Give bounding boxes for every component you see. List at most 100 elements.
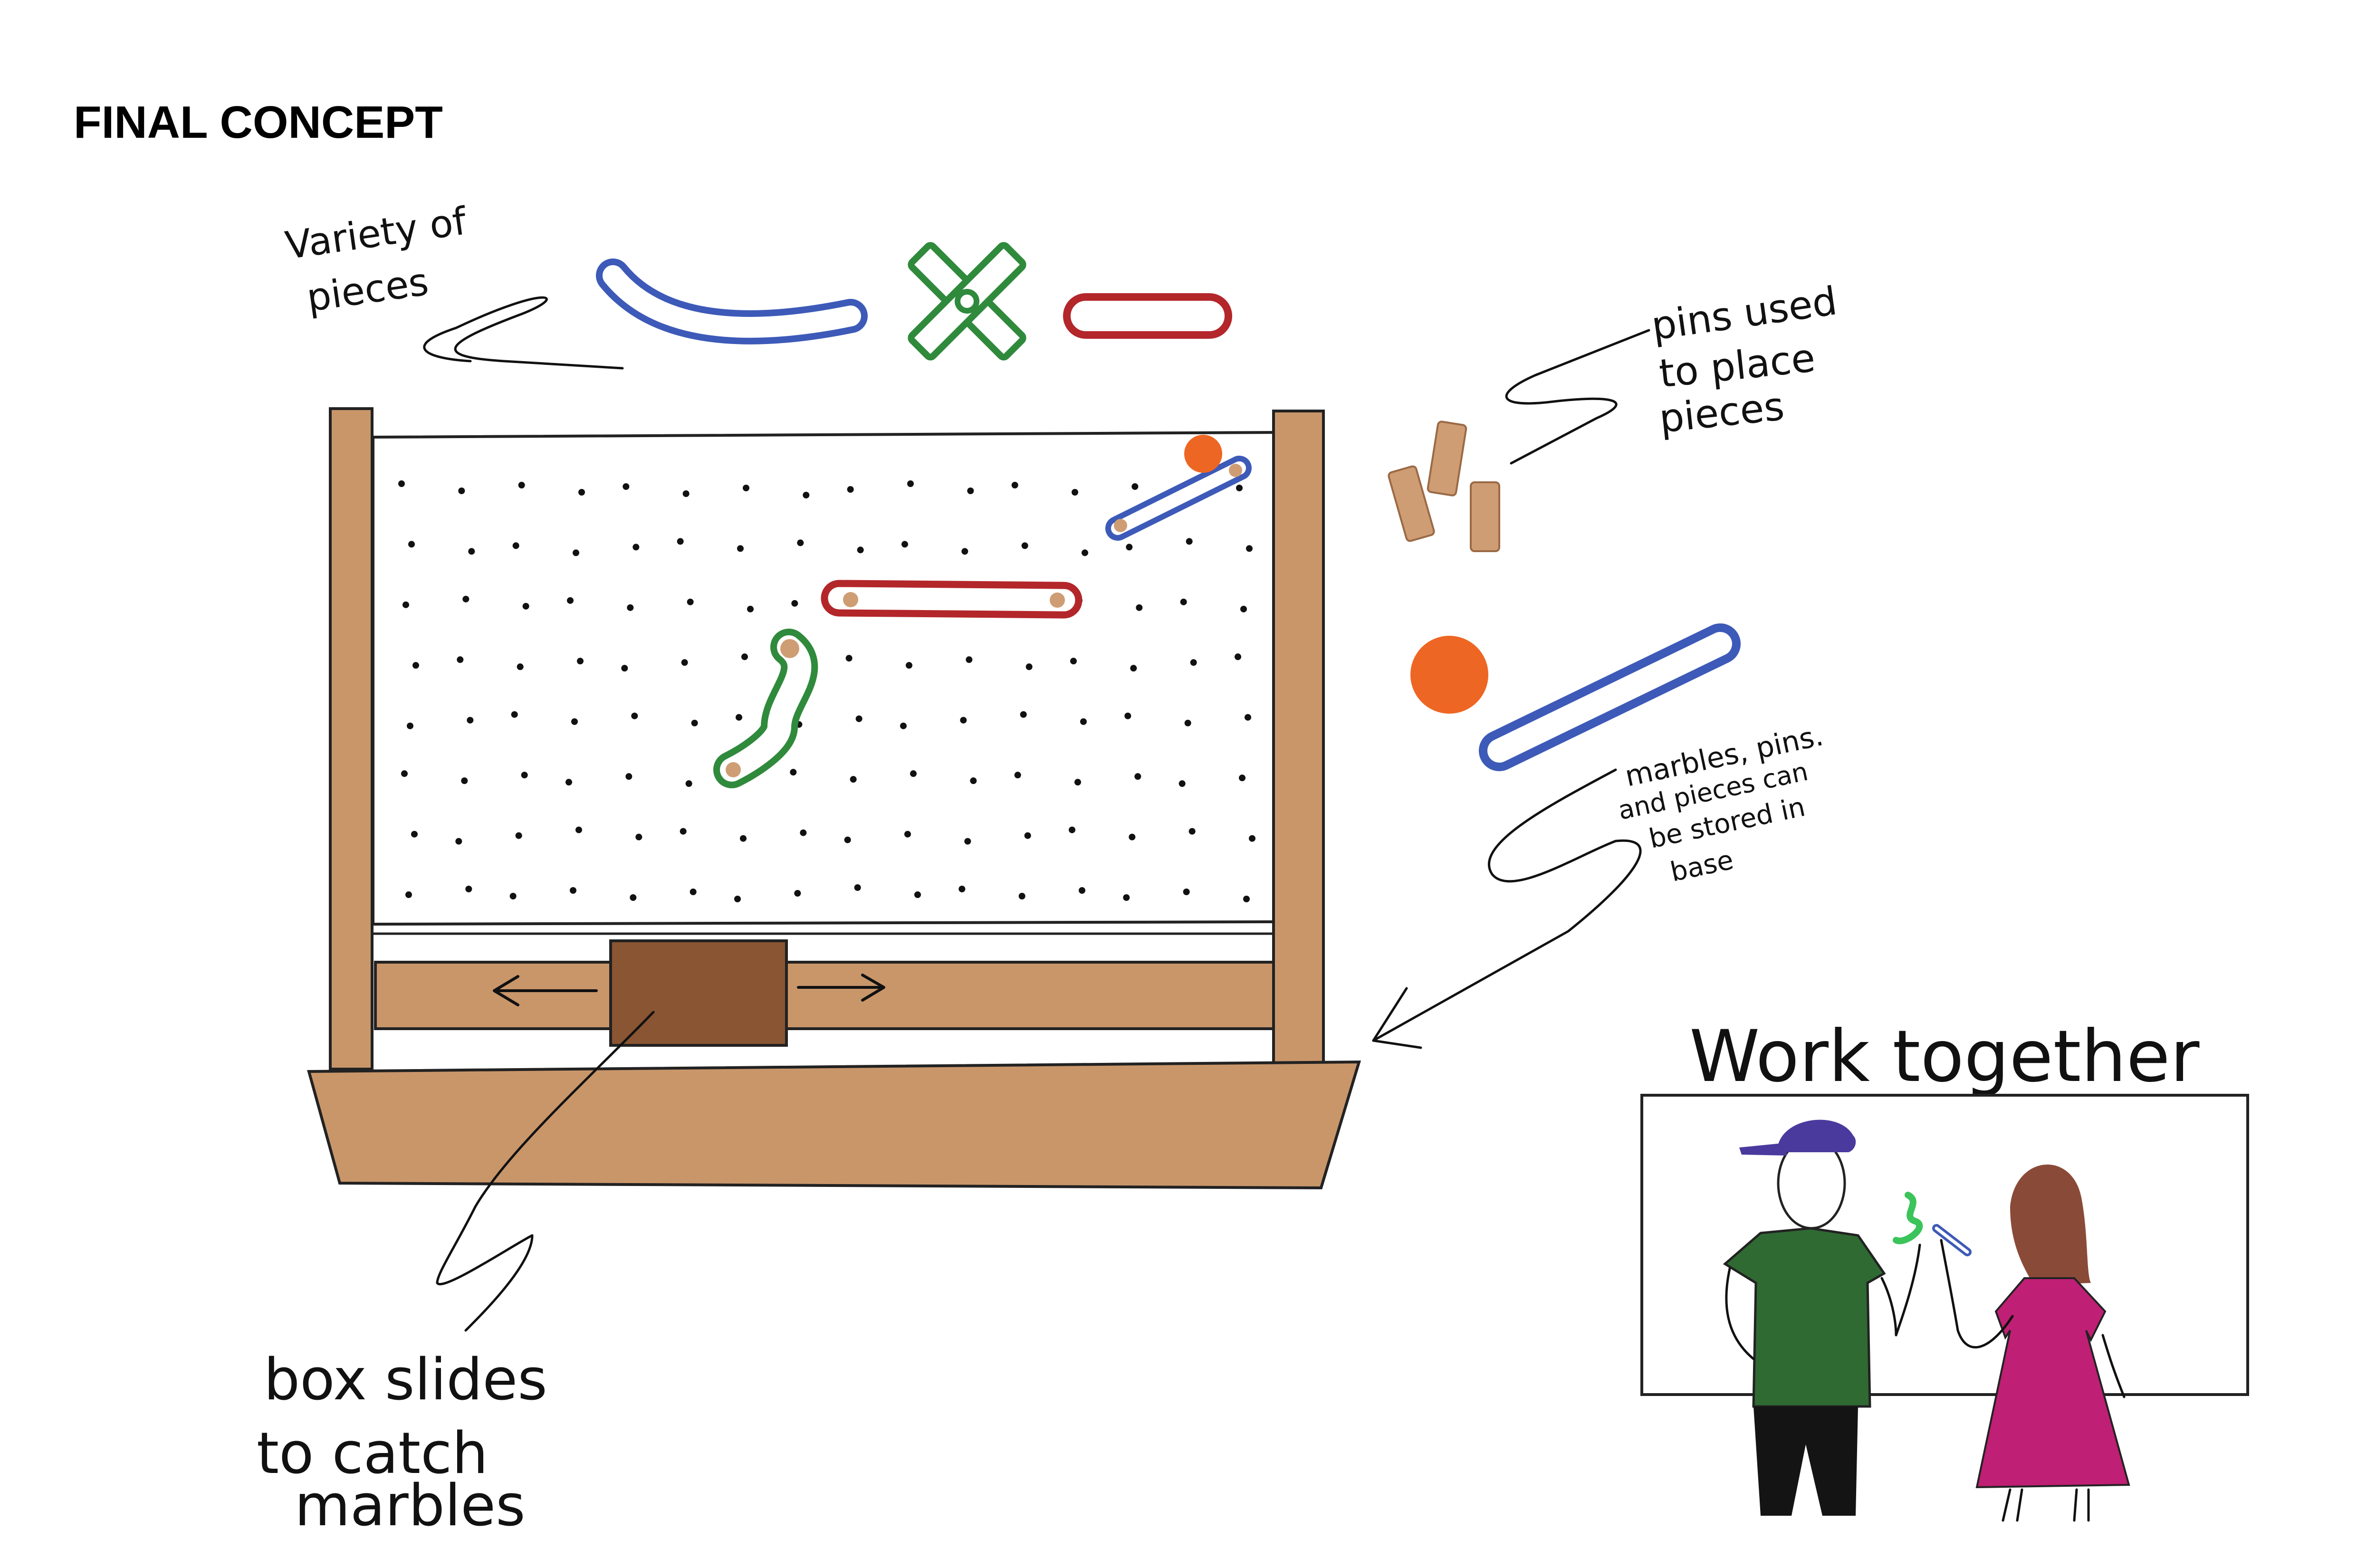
peg-hole xyxy=(1190,659,1197,666)
variety-of-pieces-group xyxy=(613,244,1228,359)
peg-hole xyxy=(1070,658,1077,664)
peg-hole xyxy=(632,544,639,550)
pins-annotation: pins used to place pieces xyxy=(1506,278,1840,463)
peg-hole xyxy=(1245,714,1251,721)
peg-hole xyxy=(1136,604,1142,611)
peg-hole xyxy=(846,655,853,661)
straight-piece-icon xyxy=(1067,297,1228,335)
peg-hole xyxy=(571,718,578,725)
peg-hole xyxy=(737,545,744,552)
peg-hole xyxy=(681,659,688,666)
peg-hole xyxy=(1015,772,1021,778)
peg-hole xyxy=(627,604,633,611)
peg-hole xyxy=(518,482,525,488)
peg-hole xyxy=(458,488,465,494)
peg-hole xyxy=(1020,711,1027,718)
pins-leader-line xyxy=(1506,330,1649,463)
peg-hole xyxy=(517,663,524,670)
peg-hole xyxy=(455,838,462,845)
peg-hole xyxy=(1185,720,1191,727)
peg-hole xyxy=(901,541,908,547)
peg-hole xyxy=(1082,549,1088,556)
peg-hole xyxy=(1026,663,1033,670)
peg-hole xyxy=(1183,889,1190,895)
peg-hole xyxy=(1069,827,1075,833)
peg-hole xyxy=(1012,482,1018,488)
peg-hole xyxy=(521,772,528,778)
pin-icon xyxy=(1114,519,1127,532)
peg-hole xyxy=(687,599,694,605)
peg-hole xyxy=(1072,489,1078,496)
peg-hole xyxy=(1249,835,1255,842)
peg-hole xyxy=(577,658,584,664)
variety-label-line-2: pieces xyxy=(304,259,431,320)
peg-hole xyxy=(961,548,968,555)
peg-hole xyxy=(856,716,862,722)
peg-hole xyxy=(680,828,687,835)
peg-hole xyxy=(854,884,861,891)
frame-right-post xyxy=(1274,411,1323,1069)
peg-hole xyxy=(623,483,629,490)
wall-board xyxy=(1642,1095,2248,1395)
marble-run-board xyxy=(309,409,1359,1188)
peg-hole xyxy=(457,656,463,663)
peg-hole xyxy=(800,830,806,836)
peg-hole xyxy=(510,893,517,899)
pin-icon xyxy=(1050,593,1065,608)
pin-icon xyxy=(843,592,858,607)
peg-hole xyxy=(1025,832,1031,839)
peg-hole xyxy=(910,770,917,777)
peg-hole xyxy=(907,480,914,487)
pin-icon xyxy=(1388,466,1435,542)
peg-hole xyxy=(625,773,632,780)
work-together-scene: Work together xyxy=(1642,1015,2248,1520)
storage-leader-line xyxy=(1373,770,1640,1041)
peg-hole xyxy=(516,832,522,839)
peg-hole xyxy=(1179,780,1186,787)
peg-hole xyxy=(621,665,628,671)
peg-hole xyxy=(691,720,698,727)
frame-left-post xyxy=(330,409,372,1069)
peg-hole xyxy=(462,596,469,602)
peg-hole xyxy=(960,717,967,724)
peg-hole xyxy=(794,890,801,897)
peg-hole xyxy=(401,770,408,777)
peg-hole xyxy=(405,891,412,898)
peg-hole xyxy=(1126,544,1132,550)
peg-hole xyxy=(398,480,405,487)
page-title: FINAL CONCEPT xyxy=(74,97,443,148)
peg-hole xyxy=(411,831,418,838)
peg-hole xyxy=(964,838,971,845)
peg-hole xyxy=(914,891,921,898)
box-label-line-1: box slides xyxy=(264,1347,547,1413)
peg-hole xyxy=(1134,773,1141,780)
pin-icon xyxy=(1428,421,1467,496)
board-straight-piece-red[interactable] xyxy=(824,583,1079,615)
peg-hole xyxy=(402,602,409,608)
peg-hole xyxy=(461,777,468,784)
peg-hole xyxy=(967,488,974,494)
variety-leader-line xyxy=(424,297,623,368)
cross-piece-icon xyxy=(910,244,1025,359)
peg-hole xyxy=(803,492,809,498)
peg-hole xyxy=(1130,665,1137,671)
peg-hole xyxy=(790,769,796,775)
peg-hole xyxy=(407,723,413,729)
curved-piece-icon xyxy=(613,276,851,327)
peg-hole xyxy=(1022,542,1028,549)
peg-hole xyxy=(468,548,475,555)
peg-hole xyxy=(1123,894,1130,901)
peg-hole xyxy=(734,896,741,902)
peg-hole xyxy=(857,546,864,553)
peg-hole xyxy=(1180,599,1187,605)
peg-hole xyxy=(412,662,419,669)
peg-hole xyxy=(677,538,684,545)
peg-hole xyxy=(1074,779,1081,785)
peg-hole xyxy=(523,603,529,610)
peg-hole xyxy=(1186,538,1193,545)
peg-hole xyxy=(844,837,851,843)
marble-icon xyxy=(1184,435,1222,473)
peg-hole xyxy=(1236,485,1243,491)
peg-hole xyxy=(1240,606,1247,612)
